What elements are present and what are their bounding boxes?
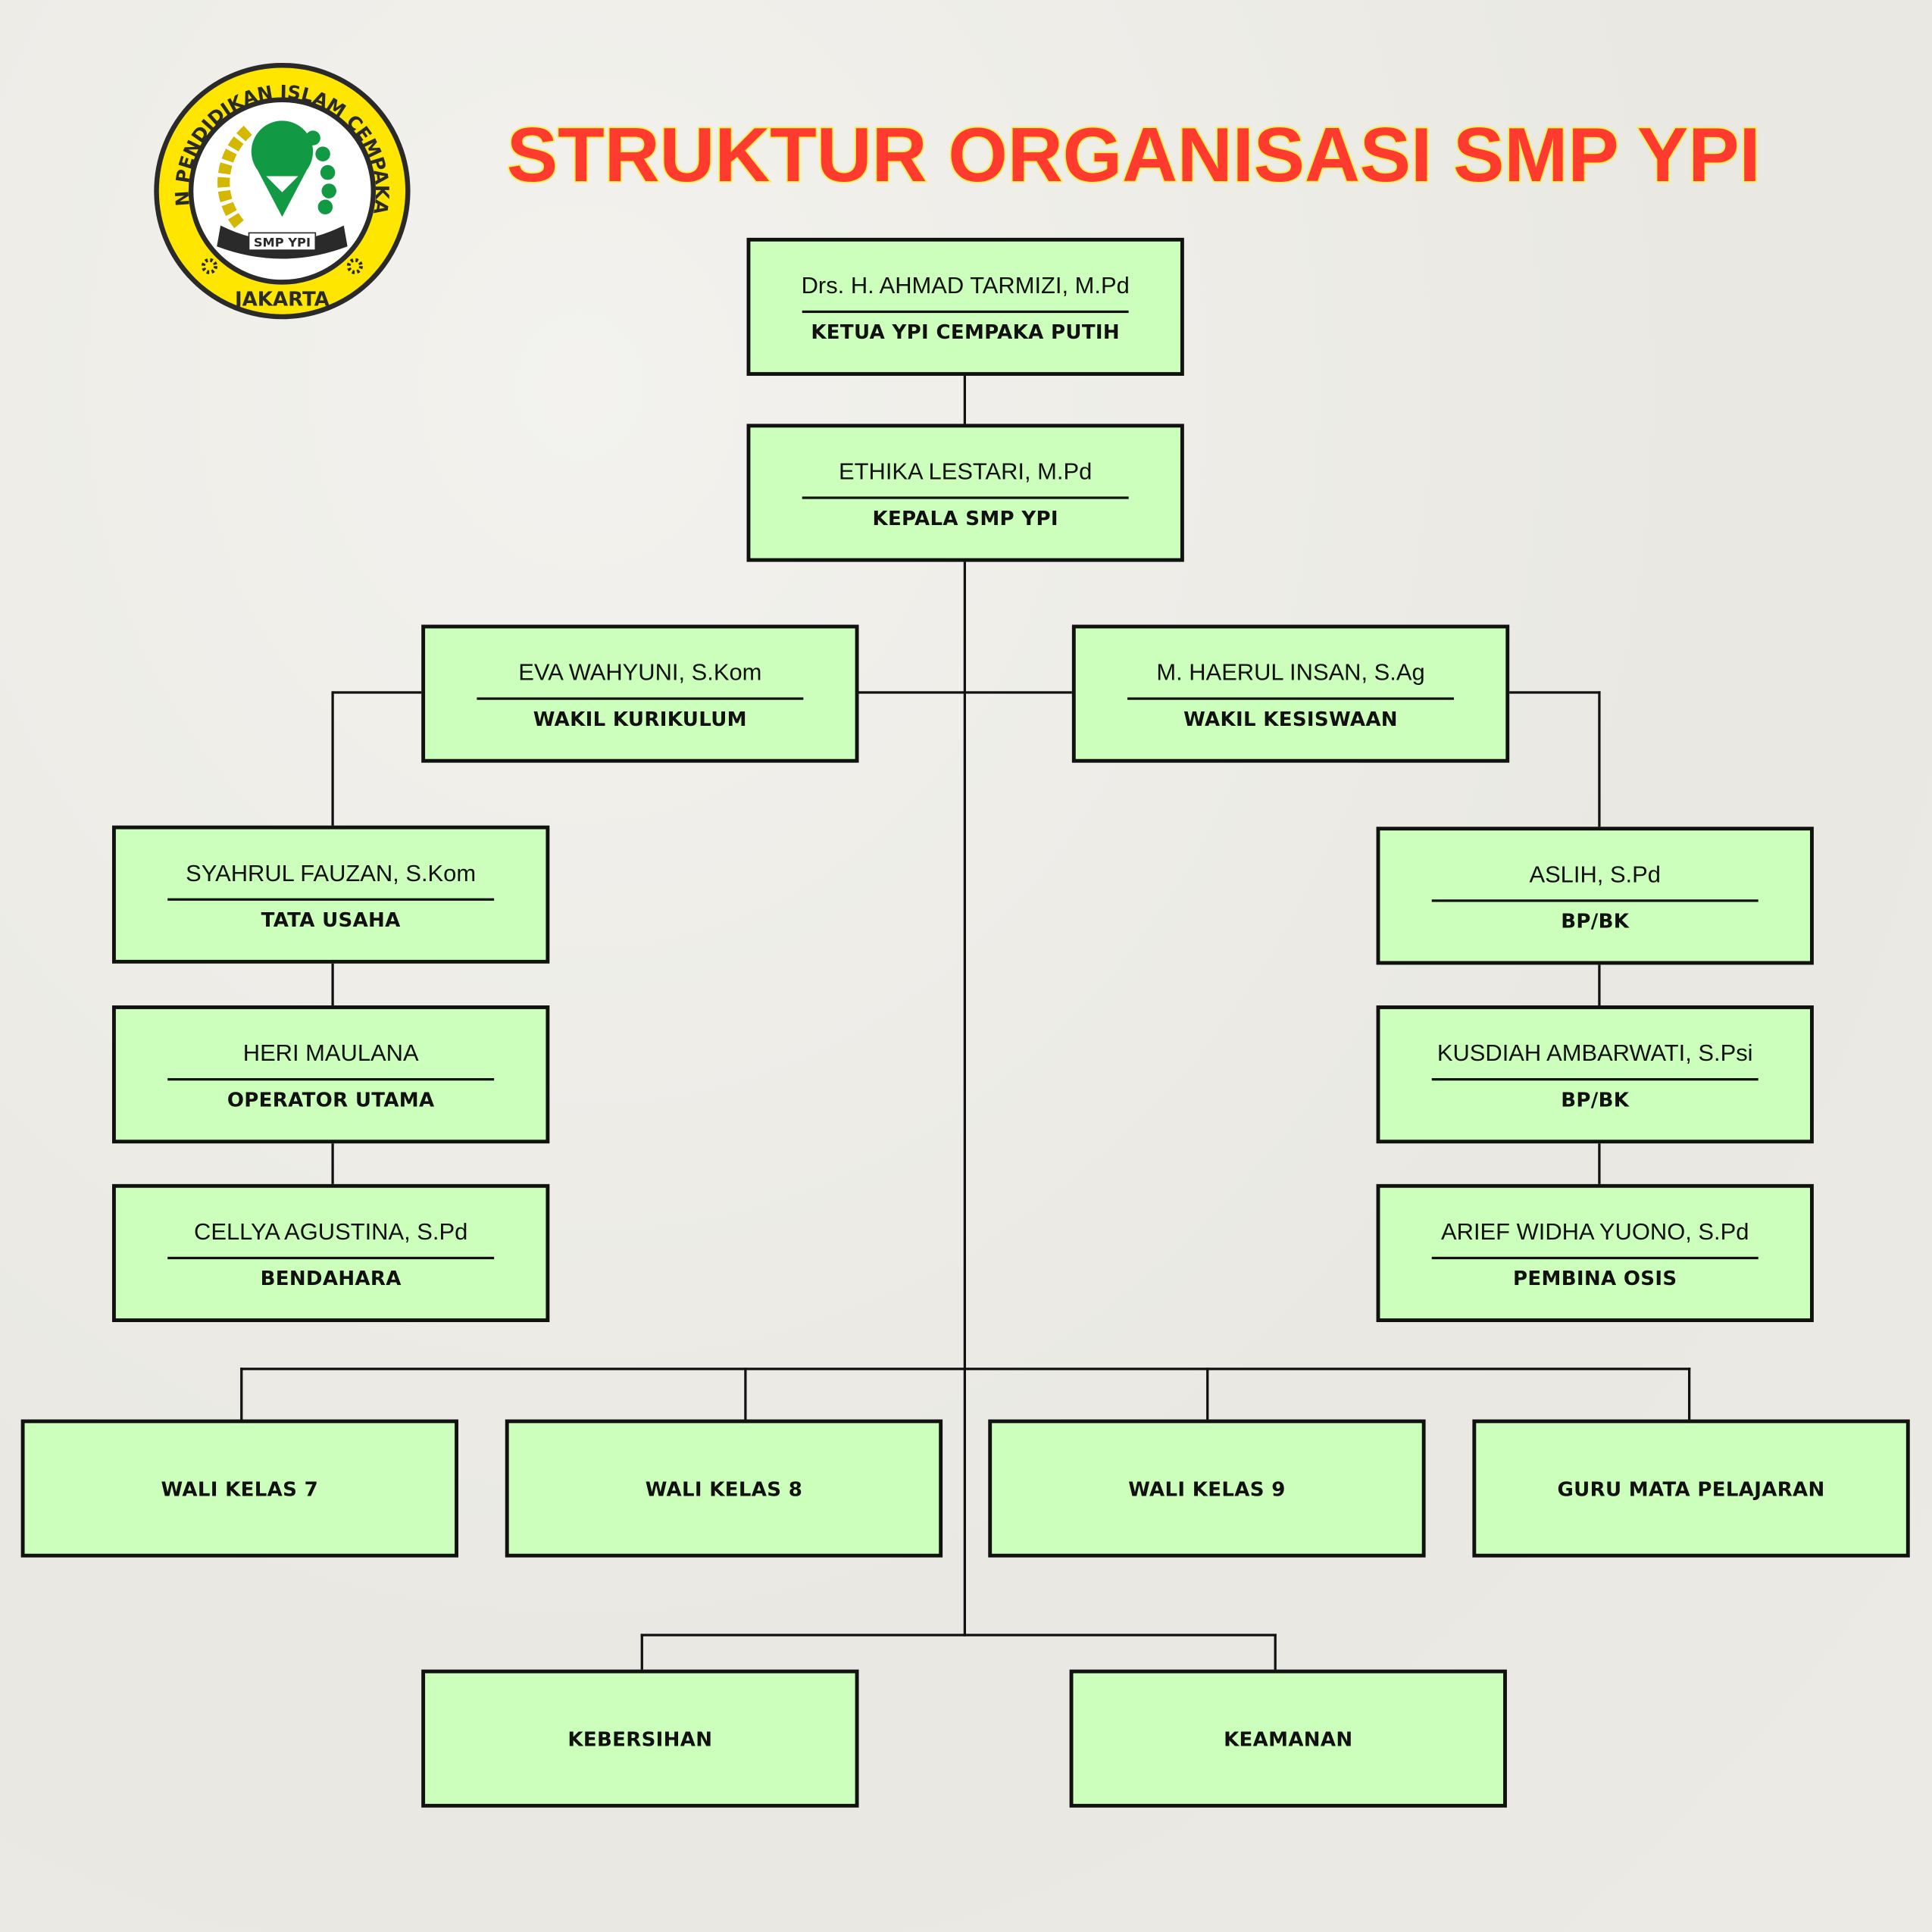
node-role: WALI KELAS 8	[645, 1477, 803, 1501]
node-name: ASLIH, S.Pd	[1529, 862, 1661, 889]
node-name: CELLYA AGUSTINA, S.Pd	[194, 1220, 468, 1246]
connector-line	[640, 1633, 643, 1671]
divider	[167, 1077, 495, 1081]
node-role: BENDAHARA	[260, 1266, 402, 1290]
node-role: OPERATOR UTAMA	[227, 1088, 435, 1111]
node-guru-mapel: GURU MATA PELAJARAN	[1472, 1419, 1910, 1558]
divider	[167, 898, 495, 901]
divider	[1431, 899, 1758, 902]
connector-line	[744, 1368, 747, 1421]
node-name: ARIEF WIDHA YUONO, S.Pd	[1441, 1220, 1749, 1246]
node-name: KUSDIAH AMBARWATI, S.Psi	[1436, 1041, 1753, 1068]
divider	[477, 697, 804, 700]
node-role: WALI KELAS 9	[1128, 1477, 1286, 1501]
node-kebersihan: KEBERSIHAN	[421, 1669, 859, 1808]
connector-line	[1274, 1633, 1277, 1671]
node-role: BP/BK	[1561, 1088, 1630, 1111]
connector-line	[333, 691, 1601, 694]
connector-line	[331, 962, 334, 1007]
connector-line	[240, 1368, 243, 1421]
divider	[1431, 1077, 1758, 1081]
logo-city-text: JAKARTA	[233, 288, 330, 311]
node-role: KEAMANAN	[1224, 1727, 1353, 1751]
cotton-branch-icon	[305, 130, 336, 214]
node-role: PEMBINA OSIS	[1512, 1266, 1677, 1290]
connector-line	[1206, 1368, 1209, 1421]
divider	[802, 496, 1129, 499]
connector-line	[963, 376, 967, 1637]
page-title: STRUKTUR ORGANISASI SMP YPI	[505, 112, 1762, 199]
node-role: KETUA YPI CEMPAKA PUTIH	[811, 320, 1121, 344]
divider	[167, 1256, 495, 1260]
connector-line	[1688, 1368, 1691, 1421]
node-role: WAKIL KESISWAAN	[1183, 707, 1398, 731]
node-role: KEBERSIHAN	[567, 1727, 713, 1751]
node-role: GURU MATA PELAJARAN	[1557, 1477, 1825, 1501]
node-role: WALI KELAS 7	[161, 1477, 319, 1501]
node-wali-kelas-9: WALI KELAS 9	[988, 1419, 1426, 1558]
school-logo: YAYASAN PENDIDIKAN ISLAM CEMPAKA PUTIH S…	[153, 61, 411, 320]
connector-line	[640, 1633, 1277, 1637]
connector-line	[240, 1368, 1691, 1371]
node-name: EVA WAHYUNI, S.Kom	[518, 660, 762, 686]
node-role: WAKIL KURIKULUM	[533, 707, 747, 731]
node-name: M. HAERUL INSAN, S.Ag	[1156, 660, 1425, 686]
node-name: HERI MAULANA	[242, 1041, 419, 1068]
connector-line	[1598, 1142, 1601, 1186]
emblem-icon	[251, 120, 314, 217]
connector-line	[331, 1142, 334, 1186]
divider	[1431, 1256, 1758, 1260]
node-wali-kelas-7: WALI KELAS 7	[20, 1419, 458, 1558]
node-name: SYAHRUL FAUZAN, S.Kom	[186, 861, 477, 887]
node-keamanan: KEAMANAN	[1069, 1669, 1507, 1808]
divider	[802, 310, 1129, 314]
connector-line	[331, 691, 334, 827]
connector-line	[1598, 691, 1601, 828]
node-role: KEPALA SMP YPI	[872, 506, 1058, 530]
node-wali-kelas-8: WALI KELAS 8	[505, 1419, 943, 1558]
divider	[1127, 697, 1455, 700]
node-name: ETHIKA LESTARI, M.Pd	[839, 459, 1093, 486]
node-operator: HERI MAULANA OPERATOR UTAMA	[111, 1005, 550, 1144]
connector-line	[1598, 963, 1601, 1007]
node-name: Drs. H. AHMAD TARMIZI, M.Pd	[801, 274, 1130, 300]
node-role: TATA USAHA	[261, 908, 401, 932]
svg-text:SMP YPI: SMP YPI	[254, 235, 311, 249]
node-role: BP/BK	[1561, 909, 1630, 933]
